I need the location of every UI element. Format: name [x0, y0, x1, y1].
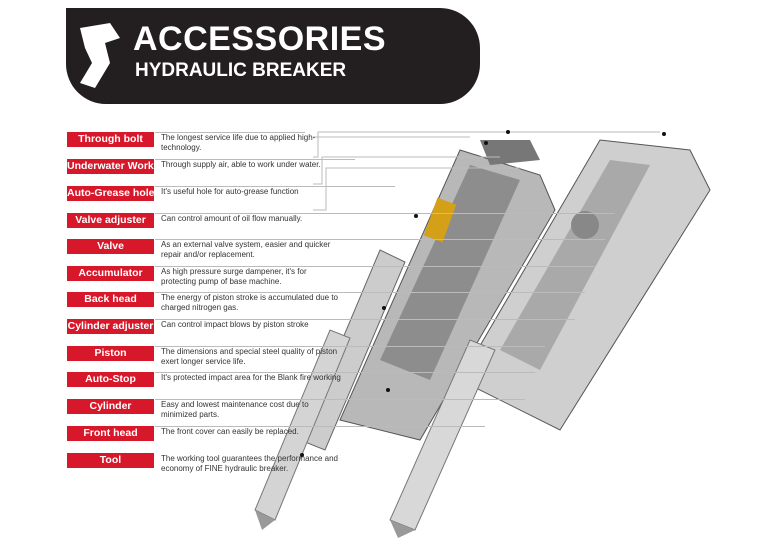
- divider: [155, 132, 305, 133]
- part-row: Cylinder adjuster Can control impact blo…: [67, 319, 767, 345]
- divider: [155, 319, 575, 320]
- part-label: Back head: [67, 292, 154, 307]
- part-row: Accumulator As high pressure surge dampe…: [67, 266, 767, 292]
- part-description: As high pressure surge dampener, it's fo…: [161, 267, 307, 286]
- divider: [155, 346, 545, 347]
- part-label: Through bolt: [67, 132, 154, 147]
- part-row: Valve adjuster Can control amount of oil…: [67, 213, 767, 239]
- part-label: Tool: [67, 453, 154, 468]
- part-description: The front cover can easily be replaced.: [161, 427, 299, 436]
- part-description: It's protected impact area for the Blank…: [161, 373, 341, 382]
- part-description: Can control impact blows by piston strok…: [161, 320, 309, 329]
- divider: [155, 266, 595, 267]
- divider: [155, 426, 485, 427]
- part-label: Valve: [67, 239, 154, 254]
- callout-dots: [300, 130, 666, 457]
- part-row: Piston The dimensions and special steel …: [67, 346, 767, 372]
- divider: [155, 186, 395, 187]
- part-description: The working tool guarantees the performa…: [161, 454, 338, 473]
- part-description: It's useful hole for auto-grease functio…: [161, 187, 299, 196]
- part-description: Easy and lowest maintenance cost due to …: [161, 400, 309, 419]
- part-label: Cylinder adjuster: [67, 319, 154, 334]
- part-row: Auto-Stop It's protected impact area for…: [67, 372, 767, 398]
- part-label: Accumulator: [67, 266, 154, 281]
- part-label: Auto-Stop: [67, 372, 154, 387]
- part-description: The longest service life due to applied …: [161, 133, 316, 152]
- part-description: The dimensions and special steel quality…: [161, 347, 338, 366]
- brand-logo-icon: [80, 23, 120, 88]
- part-row: Tool The working tool guarantees the per…: [67, 453, 767, 479]
- divider: [155, 372, 535, 373]
- part-row: Through bolt The longest service life du…: [67, 132, 767, 158]
- divider: [155, 213, 615, 214]
- part-label: Cylinder: [67, 399, 154, 414]
- part-row: Back head The energy of piston stroke is…: [67, 292, 767, 318]
- part-label: Valve adjuster: [67, 213, 154, 228]
- page-subtitle: HYDRAULIC BREAKER: [135, 60, 347, 81]
- part-description: Through supply air, able to work under w…: [161, 160, 321, 169]
- part-row: Front head The front cover can easily be…: [67, 426, 767, 452]
- part-label: Underwater Working: [67, 159, 170, 174]
- part-row: Cylinder Easy and lowest maintenance cos…: [67, 399, 767, 425]
- part-label: Auto-Grease hole: [67, 186, 155, 201]
- part-row: Valve As an external valve system, easie…: [67, 239, 767, 265]
- divider: [155, 292, 585, 293]
- divider: [155, 159, 355, 160]
- part-description: The energy of piston stroke is accumulat…: [161, 293, 338, 312]
- part-row: Underwater Working Through supply air, a…: [67, 159, 767, 185]
- divider: [155, 239, 605, 240]
- part-label: Piston: [67, 346, 154, 361]
- part-row: Auto-Grease hole It's useful hole for au…: [67, 186, 767, 212]
- header-banner: [66, 8, 480, 104]
- page-title: ACCESSORIES: [133, 20, 386, 58]
- leader-lines: [313, 131, 660, 211]
- part-description: As an external valve system, easier and …: [161, 240, 331, 259]
- part-label: Front head: [67, 426, 154, 441]
- divider: [155, 399, 525, 400]
- part-description: Can control amount of oil flow manually.: [161, 214, 303, 223]
- breaker-cutaway-left: [254, 140, 556, 530]
- breaker-assembled-right: [389, 139, 711, 538]
